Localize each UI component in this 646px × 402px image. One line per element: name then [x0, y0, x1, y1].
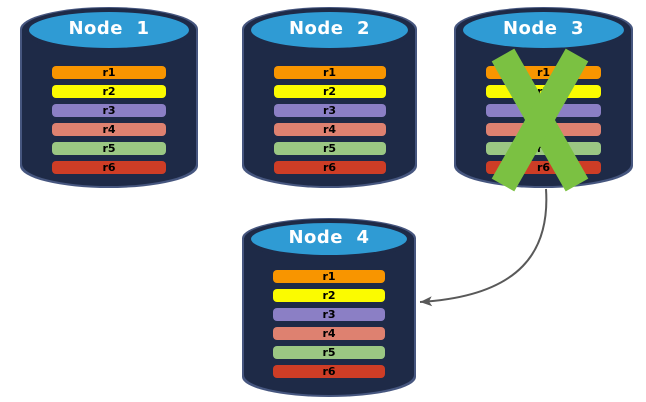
- row-r2: r2: [52, 85, 166, 98]
- row-r4: r4: [273, 327, 385, 340]
- row-r5: r5: [52, 142, 166, 155]
- node-title: Node 2: [288, 18, 371, 39]
- node-title: Node 4: [288, 227, 370, 248]
- row-r1: r1: [273, 66, 386, 79]
- node-title: Node 1: [68, 18, 150, 39]
- row-r4: r4: [273, 123, 386, 136]
- database-cylinder-icon: [20, 7, 198, 188]
- replica-rows: r1 r2 r3 r4 r5 r6: [454, 66, 633, 180]
- row-r4: r4: [486, 123, 601, 136]
- row-r3: r3: [486, 104, 601, 117]
- row-r4: r4: [52, 123, 166, 136]
- node-3: Node 3 r1 r2 r3 r4 r5 r6: [454, 7, 633, 188]
- row-r6: r6: [273, 365, 385, 378]
- replica-rows: r1 r2 r3 r4 r5 r6: [242, 270, 416, 384]
- row-r3: r3: [273, 308, 385, 321]
- row-r5: r5: [273, 346, 385, 359]
- replica-rows: r1 r2 r3 r4 r5 r6: [242, 66, 417, 180]
- row-r2: r2: [273, 85, 386, 98]
- row-r5: r5: [486, 142, 601, 155]
- row-r6: r6: [52, 161, 166, 174]
- row-r3: r3: [52, 104, 166, 117]
- row-r2: r2: [486, 85, 601, 98]
- node-2: Node 2 r1 r2 r3 r4 r5 r6: [242, 7, 417, 188]
- row-r6: r6: [273, 161, 386, 174]
- row-r1: r1: [52, 66, 166, 79]
- row-r1: r1: [486, 66, 601, 79]
- row-r5: r5: [273, 142, 386, 155]
- node-1: Node 1 r1 r2 r3 r4 r5 r6: [20, 7, 198, 188]
- node-title: Node 3: [502, 18, 585, 39]
- row-r2: r2: [273, 289, 385, 302]
- row-r3: r3: [273, 104, 386, 117]
- row-r6: r6: [486, 161, 601, 174]
- row-r1: r1: [273, 270, 385, 283]
- replica-rows: r1 r2 r3 r4 r5 r6: [20, 66, 198, 180]
- node-4: Node 4 r1 r2 r3 r4 r5 r6: [242, 218, 416, 397]
- failover-arrow: [419, 188, 548, 307]
